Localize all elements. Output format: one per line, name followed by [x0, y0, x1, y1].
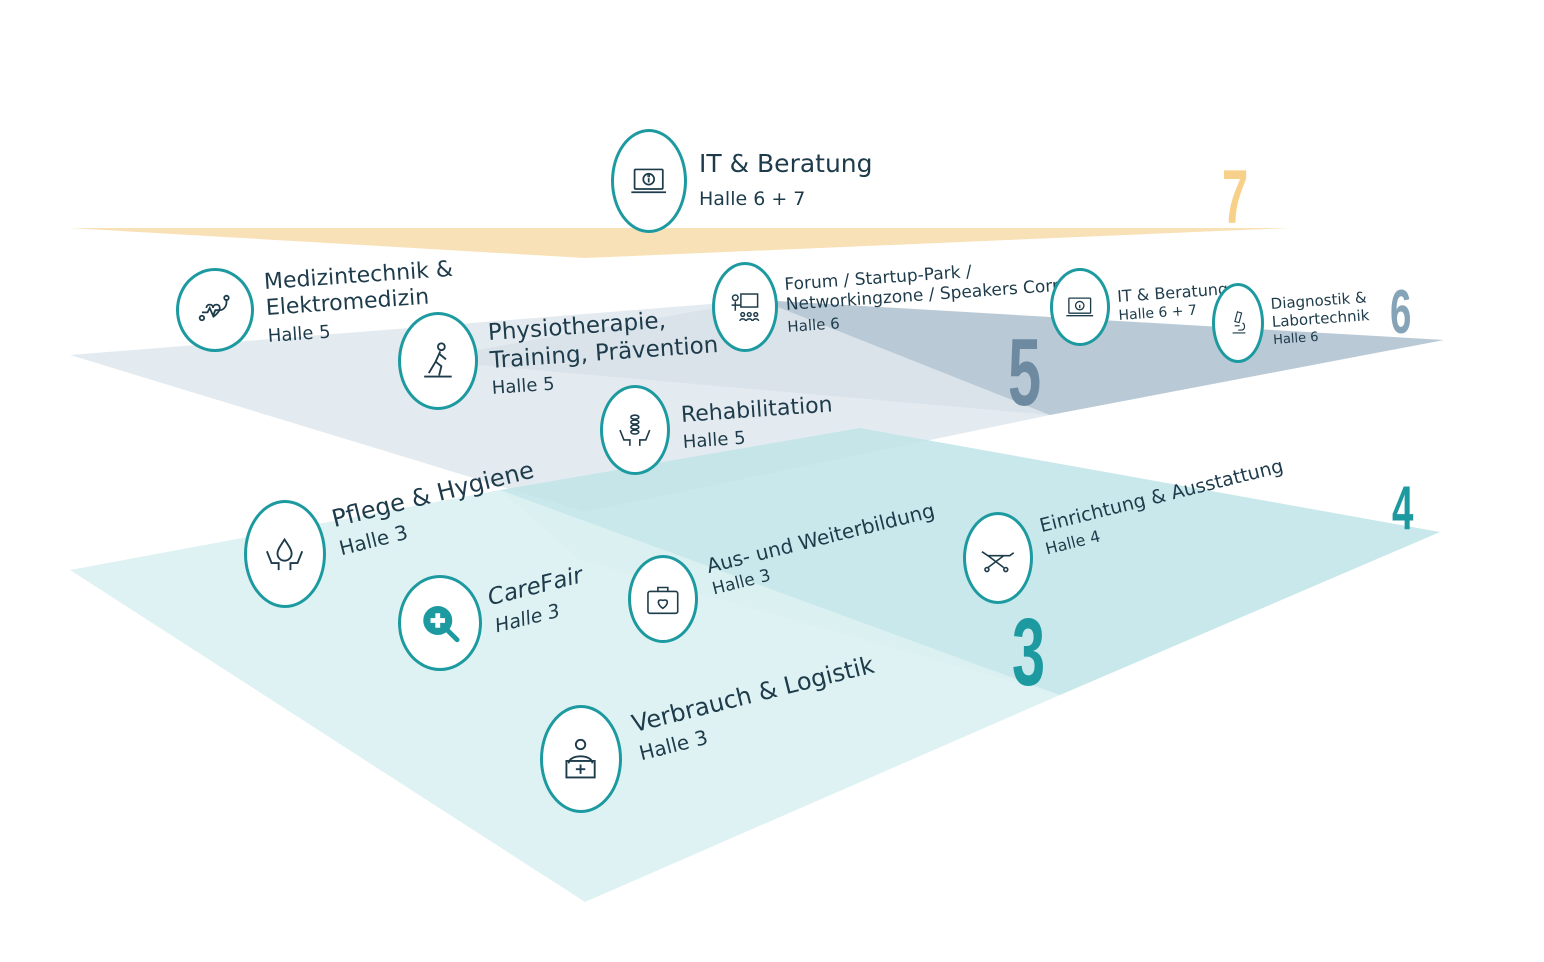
plane-level-3: [70, 490, 1060, 902]
category-physiotherapie[interactable]: Physiotherapie, Training, Prävention Hal…: [398, 308, 719, 410]
category-hall: Halle 6 + 7: [699, 187, 806, 210]
level-number-5: 5: [1008, 319, 1042, 426]
microscope-icon: [1212, 283, 1264, 363]
category-carefair[interactable]: CareFair Halle 3: [398, 562, 589, 671]
level-number-7: 7: [1222, 155, 1249, 240]
category-aus-weiterbildung[interactable]: Aus- und Weiterbildung Halle 3: [628, 498, 944, 643]
stretcher-icon: [963, 512, 1033, 604]
stethoscope-heart-icon: [176, 268, 254, 352]
spine-hands-icon: [600, 385, 670, 475]
runner-icon: [398, 312, 478, 410]
medical-case-icon: [628, 555, 698, 643]
category-verbrauch-logistik[interactable]: Verbrauch & Logistik Halle 3: [540, 650, 885, 813]
presentation-icon: [712, 262, 778, 352]
person-box-icon: [540, 705, 622, 813]
category-medizintechnik[interactable]: Medizintechnik & Elektromedizin Halle 5: [176, 257, 455, 352]
category-diagnostik[interactable]: Diagnostik & Labortechnik Halle 6: [1212, 283, 1370, 363]
category-pflege-hygiene[interactable]: Pflege & Hygiene Halle 3: [244, 455, 543, 608]
level-number-6: 6: [1390, 278, 1412, 347]
category-it-beratung-right[interactable]: IT & Beratung Halle 6 + 7: [1050, 268, 1229, 346]
category-rehabilitation[interactable]: Rehabilitation Halle 5: [600, 385, 834, 475]
drop-hands-icon: [244, 500, 326, 608]
category-title: IT & Beratung: [699, 148, 873, 178]
category-it-beratung-top[interactable]: IT & Beratung Halle 6 + 7: [611, 129, 873, 233]
level-number-4: 4: [1392, 474, 1414, 543]
level-number-3: 3: [1012, 599, 1046, 706]
plane-level-7: [70, 228, 1290, 258]
category-einrichtung[interactable]: Einrichtung & Ausstattung Halle 4: [963, 455, 1293, 604]
laptop-info-icon: [1050, 268, 1110, 346]
laptop-info-icon: [611, 129, 687, 233]
carefair-magnifier-icon: [398, 575, 482, 671]
category-forum[interactable]: Forum / Startup-Park / Networkingzone / …: [712, 262, 1081, 352]
